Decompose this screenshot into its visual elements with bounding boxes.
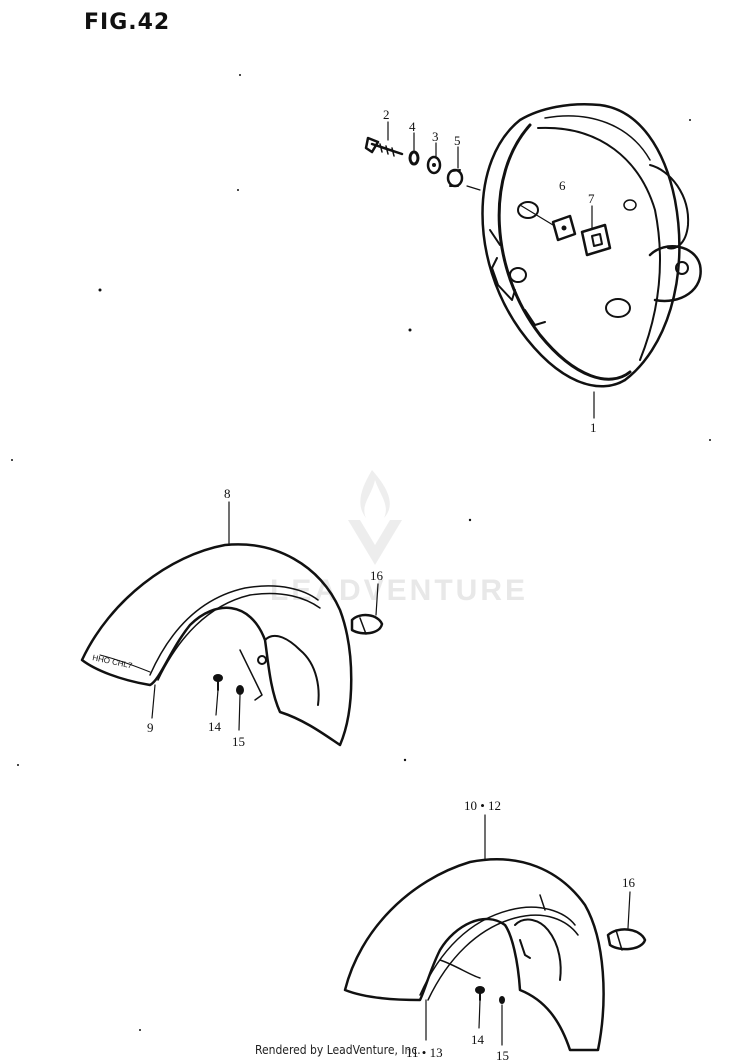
screw-14-mid: [213, 674, 223, 691]
leadventure-watermark: LEADVENTURE: [270, 470, 528, 607]
spacer-collar: [446, 168, 464, 188]
nut-7: [580, 223, 612, 257]
figure-title: FIG.42: [84, 10, 171, 35]
callout-8: 8: [224, 486, 231, 501]
callout-15-mid: 15: [232, 734, 245, 749]
headlight-housing: [481, 103, 702, 388]
callout-16-low: 16: [622, 875, 636, 890]
screw-14-low: [475, 986, 485, 1001]
callout-14-low: 14: [471, 1032, 485, 1047]
clip-16-mid: [350, 613, 384, 635]
lock-washer: [408, 150, 420, 166]
flat-washer: [426, 155, 442, 175]
footer-credit: Rendered by LeadVenture, Inc.: [255, 1043, 421, 1057]
callout-1: 1: [590, 420, 597, 435]
callout-15-low: 15: [496, 1048, 509, 1060]
svg-text:HHO CHL7: HHO CHL7: [92, 653, 134, 670]
callout-14-mid: 14: [208, 719, 222, 734]
leader-lines-upper: [387, 121, 595, 419]
callout-5: 5: [454, 133, 461, 148]
mounting-bolt: [364, 136, 404, 157]
leader-lines-middle: [151, 501, 379, 731]
callout-2: 2: [383, 107, 390, 122]
callout-11-13: 11 • 13: [406, 1045, 443, 1060]
nut-15-low: [499, 996, 505, 1004]
scan-specks: [11, 74, 711, 1031]
nut-15-mid: [236, 685, 244, 695]
clip-16-low: [606, 928, 647, 951]
callout-6: 6: [559, 178, 566, 193]
watermark-text: LEADVENTURE: [270, 574, 528, 607]
callout-10-12: 10 • 12: [464, 798, 501, 813]
callout-16-mid: 16: [370, 568, 384, 583]
callout-7: 7: [588, 191, 595, 206]
callout-3: 3: [432, 129, 439, 144]
nut-6: [551, 214, 577, 242]
callout-4: 4: [409, 119, 416, 134]
callout-9: 9: [147, 720, 154, 735]
front-fender-lower: [343, 858, 605, 1052]
leader-lines-lower: [425, 814, 631, 1046]
